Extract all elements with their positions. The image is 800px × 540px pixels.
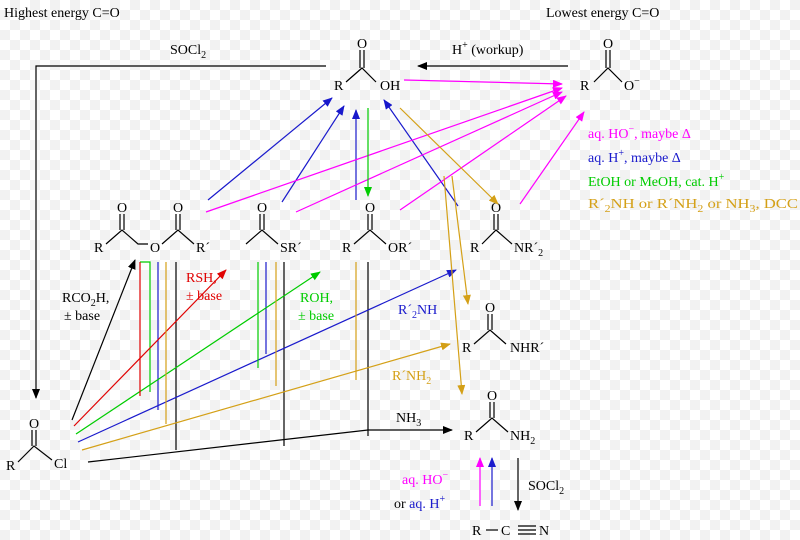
molecule-tertiary-amide: R O NR´2	[470, 201, 543, 259]
reagent-or-aq-h: or aq. H+	[394, 494, 446, 512]
ester-r-label: R	[342, 241, 352, 256]
molecule-primary-amide: R O NH2	[464, 389, 535, 447]
reagent-socl2-top: SOCl2	[170, 43, 206, 61]
acid-o-label: O	[357, 37, 367, 52]
arrow-rsh-red	[73, 269, 227, 427]
arrow-acid-to-sec-amide-orange	[451, 175, 471, 305]
anhydride-o2-label: O	[150, 241, 160, 256]
arrow-anhydride-to-carboxylate	[205, 87, 563, 213]
anhydride-o3-label: O	[173, 201, 183, 216]
reagent-rsh: RSH,	[186, 271, 217, 286]
arrow-acid-to-prim-amide-orange	[443, 175, 466, 395]
arrow-thioester-to-carboxylate	[295, 91, 563, 213]
thioester-o-label: O	[257, 201, 267, 216]
nitrile-n-label: N	[539, 524, 549, 539]
tert-amide-o-label: O	[491, 201, 501, 216]
nitrile-c-label: C	[501, 524, 510, 539]
nitrile-r-label: R	[472, 524, 482, 539]
arrow-r2nh-blue	[77, 269, 457, 443]
reagent-roh-base: ± base	[298, 309, 334, 324]
green-arrows	[75, 108, 372, 435]
legend-item-green: EtOH or MeOH, cat. H+	[588, 172, 725, 190]
reagent-rco2h: RCO2H,	[62, 291, 109, 309]
acyl-chloride-o-label: O	[29, 417, 39, 432]
carboxylate-r-label: R	[580, 79, 590, 94]
legend-item-blue: aq. H+, maybe Δ	[588, 148, 681, 166]
arrow-socl2-to-acyl-chloride	[32, 65, 326, 399]
ester-o-label: O	[365, 201, 375, 216]
molecule-nitrile: R C N	[472, 524, 549, 539]
legend: aq. HO−, maybe Δ aq. H+, maybe Δ EtOH or…	[588, 124, 798, 215]
reagent-socl2-bottom: SOCl2	[528, 479, 564, 497]
anhydride-r-label: R	[94, 241, 104, 256]
acyl-chloride-cl-label: Cl	[54, 457, 67, 472]
molecule-ester: R O OR´	[342, 201, 412, 256]
sec-amide-r-label: R	[462, 341, 472, 356]
molecule-bonds	[17, 50, 623, 535]
arrow-acid-to-tert-amide-orange	[399, 107, 499, 205]
orange-arrows	[81, 107, 499, 451]
arrow-ester-to-carboxylate	[399, 95, 567, 211]
molecule-carboxylic-acid: R O OH	[334, 37, 400, 94]
blue-arrows	[77, 97, 496, 506]
acyl-chloride-r-label: R	[6, 459, 16, 474]
sec-amide-nh-label: NHR´	[510, 341, 544, 356]
arrow-tert-amide-to-carboxylate	[519, 111, 585, 205]
header-highest-energy: Highest energy C=O	[4, 6, 120, 21]
arrow-anhydride-to-acid-blue	[207, 97, 333, 201]
thioester-s-label: SR´	[280, 241, 302, 256]
prim-amide-nh-label: NH2	[510, 429, 535, 447]
anhydride-o1-label: O	[117, 201, 127, 216]
reagent-workup: H+ (workup)	[452, 40, 524, 58]
prim-amide-o-label: O	[487, 389, 497, 404]
reagent-aq-ho: aq. HO−	[402, 470, 448, 488]
header-lowest-energy: Lowest energy C=O	[546, 6, 659, 21]
prim-amide-r-label: R	[464, 429, 474, 444]
black-arrows	[32, 62, 568, 511]
arrow-roh-green	[75, 271, 321, 435]
ester-or-label: OR´	[388, 241, 412, 256]
reagent-rco2h-base: ± base	[64, 309, 100, 324]
acid-r-label: R	[334, 79, 344, 94]
arrow-acid-to-carboxylate	[403, 79, 563, 88]
anhydride-r2-label: R´	[196, 241, 210, 256]
magenta-arrows	[205, 79, 585, 506]
molecule-secondary-amide: R O NHR´	[462, 301, 544, 356]
legend-item-magenta: aq. HO−, maybe Δ	[588, 124, 691, 142]
reagent-rsh-base: ± base	[186, 289, 222, 304]
molecule-anhydride: R O O O R´	[94, 201, 210, 256]
reagent-nh3: NH3	[396, 411, 421, 429]
red-arrows	[73, 262, 227, 427]
carboxylate-om-label: O−	[624, 76, 640, 94]
molecule-acyl-chloride: R O Cl	[6, 417, 67, 474]
acid-oh-label: OH	[380, 79, 400, 94]
tert-amide-nr-label: NR´2	[514, 241, 543, 259]
reagent-r2nh: R´2NH	[398, 303, 437, 321]
tert-amide-r-label: R	[470, 241, 480, 256]
molecule-carboxylate: R O O−	[580, 37, 640, 94]
molecule-thioester: O SR´	[257, 201, 302, 256]
arrow-tert-amide-to-acid-blue	[383, 99, 459, 207]
reagent-roh: ROH,	[300, 291, 333, 306]
carboxylate-o-label: O	[603, 37, 613, 52]
sec-amide-o-label: O	[485, 301, 495, 316]
arrow-rnh2-orange	[81, 342, 451, 451]
arrow-thioester-to-acid-blue	[281, 105, 345, 203]
reagent-rnh2: R´NH2	[392, 369, 431, 387]
arrow-rco2h-to-anhydride	[71, 259, 136, 421]
